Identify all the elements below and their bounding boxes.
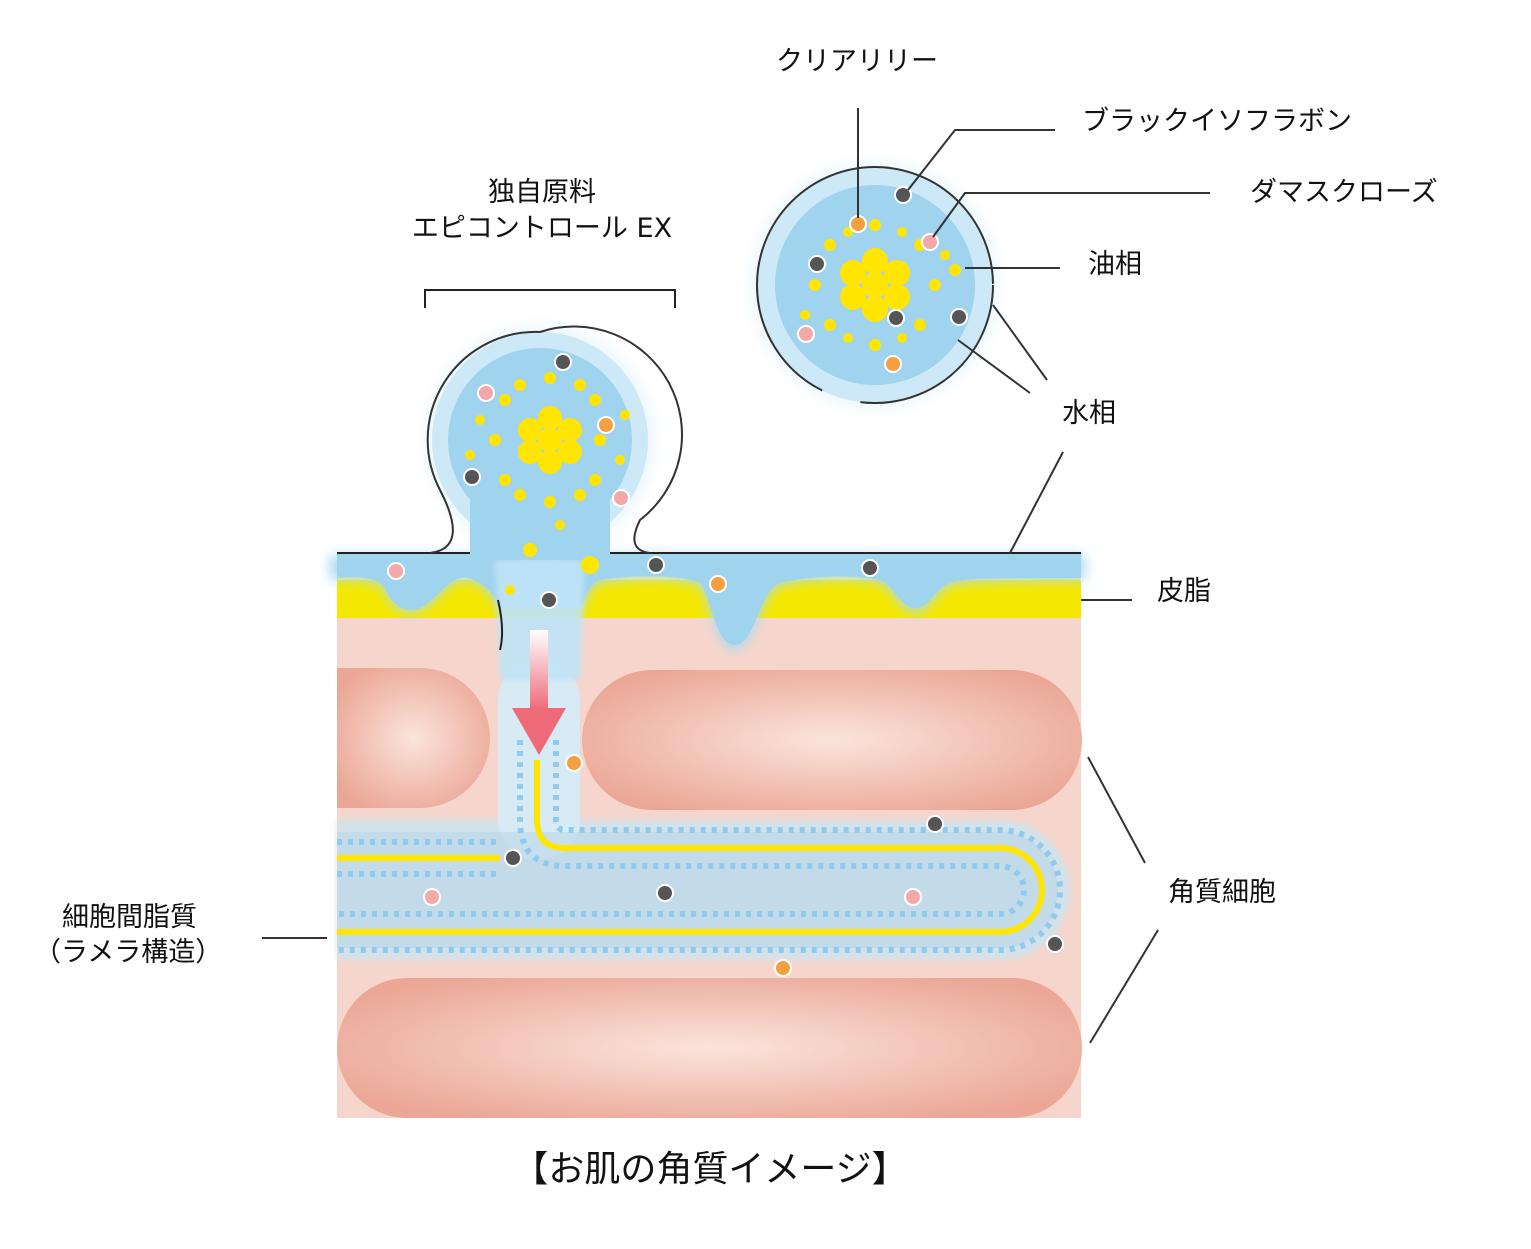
penetration-arrow (512, 630, 566, 755)
black-isoflavone-particle (926, 815, 944, 833)
epicontrol-bracket (424, 289, 676, 308)
black-isoflavone-particle (540, 591, 558, 609)
corneocyte-cell (337, 978, 1082, 1118)
black-isoflavone-particle (808, 255, 826, 273)
black-isoflavone-label: ブラックイソフラボン (1082, 106, 1352, 137)
clear-lily-particle (774, 959, 792, 977)
corneocyte-cell (582, 670, 1082, 810)
intercellular-lipid-label-line2: （ラメラ構造） (34, 937, 223, 968)
black-isoflavone-particle (554, 353, 572, 371)
black-isoflavone-particle (647, 556, 665, 574)
damask-rose-particle (423, 888, 441, 906)
black-isoflavone-particle (1046, 935, 1064, 953)
clear-lily-particle (849, 215, 867, 233)
leader-corneocyte-a (1087, 756, 1146, 864)
damask-rose-particle (904, 888, 922, 906)
original-material-label-line2: エピコントロール EX (411, 213, 673, 244)
clear-lily-particle (884, 355, 902, 373)
damask-rose-label: ダマスクローズ (1250, 177, 1438, 208)
black-isoflavone-particle (861, 559, 879, 577)
floating-droplet (740, 150, 1010, 420)
damask-rose-particle (921, 233, 939, 251)
black-isoflavone-particle (950, 308, 968, 326)
black-isoflavone-particle (894, 186, 912, 204)
clear-lily-particle (565, 754, 583, 772)
leader-damask-rose (932, 192, 1210, 238)
oil-phase-label: 油相 (1088, 249, 1142, 280)
intercellular-lipid-label-line1: 細胞間脂質 (62, 902, 197, 933)
corneocyte-group (337, 668, 1082, 1118)
leader-corneocyte-b (1089, 929, 1159, 1044)
water-phase-label: 水相 (1062, 398, 1116, 429)
clear-lily-particle (709, 575, 727, 593)
black-isoflavone-particle (463, 468, 481, 486)
original-material-label-line1: 独自原料 (488, 177, 596, 208)
damask-rose-particle (797, 325, 815, 343)
corneocyte-label: 角質細胞 (1168, 877, 1276, 908)
leader-water-phase-b (992, 304, 1048, 381)
penetration-channel (495, 560, 585, 680)
sebum-label: 皮脂 (1157, 576, 1211, 607)
black-isoflavone-particle (504, 849, 522, 867)
black-isoflavone-particle (887, 309, 905, 327)
black-isoflavone-particle (656, 884, 674, 902)
damask-rose-particle (387, 562, 405, 580)
clear-lily-label: クリアリリー (776, 46, 938, 77)
leader-black-isoflavone (907, 129, 1055, 191)
damask-rose-particle (612, 489, 630, 507)
leader-water-phase-c (1009, 451, 1064, 554)
clear-lily-particle (597, 416, 615, 434)
oil-phase-core (518, 406, 582, 474)
leader-lines (262, 108, 1210, 1044)
damask-rose-particle (477, 384, 495, 402)
leader-water-phase-a (957, 339, 1031, 394)
corneocyte-cell (337, 668, 490, 808)
ingredient-particles (387, 186, 1064, 977)
diagram-caption: 【お肌の角質イメージ】 (512, 1149, 908, 1190)
